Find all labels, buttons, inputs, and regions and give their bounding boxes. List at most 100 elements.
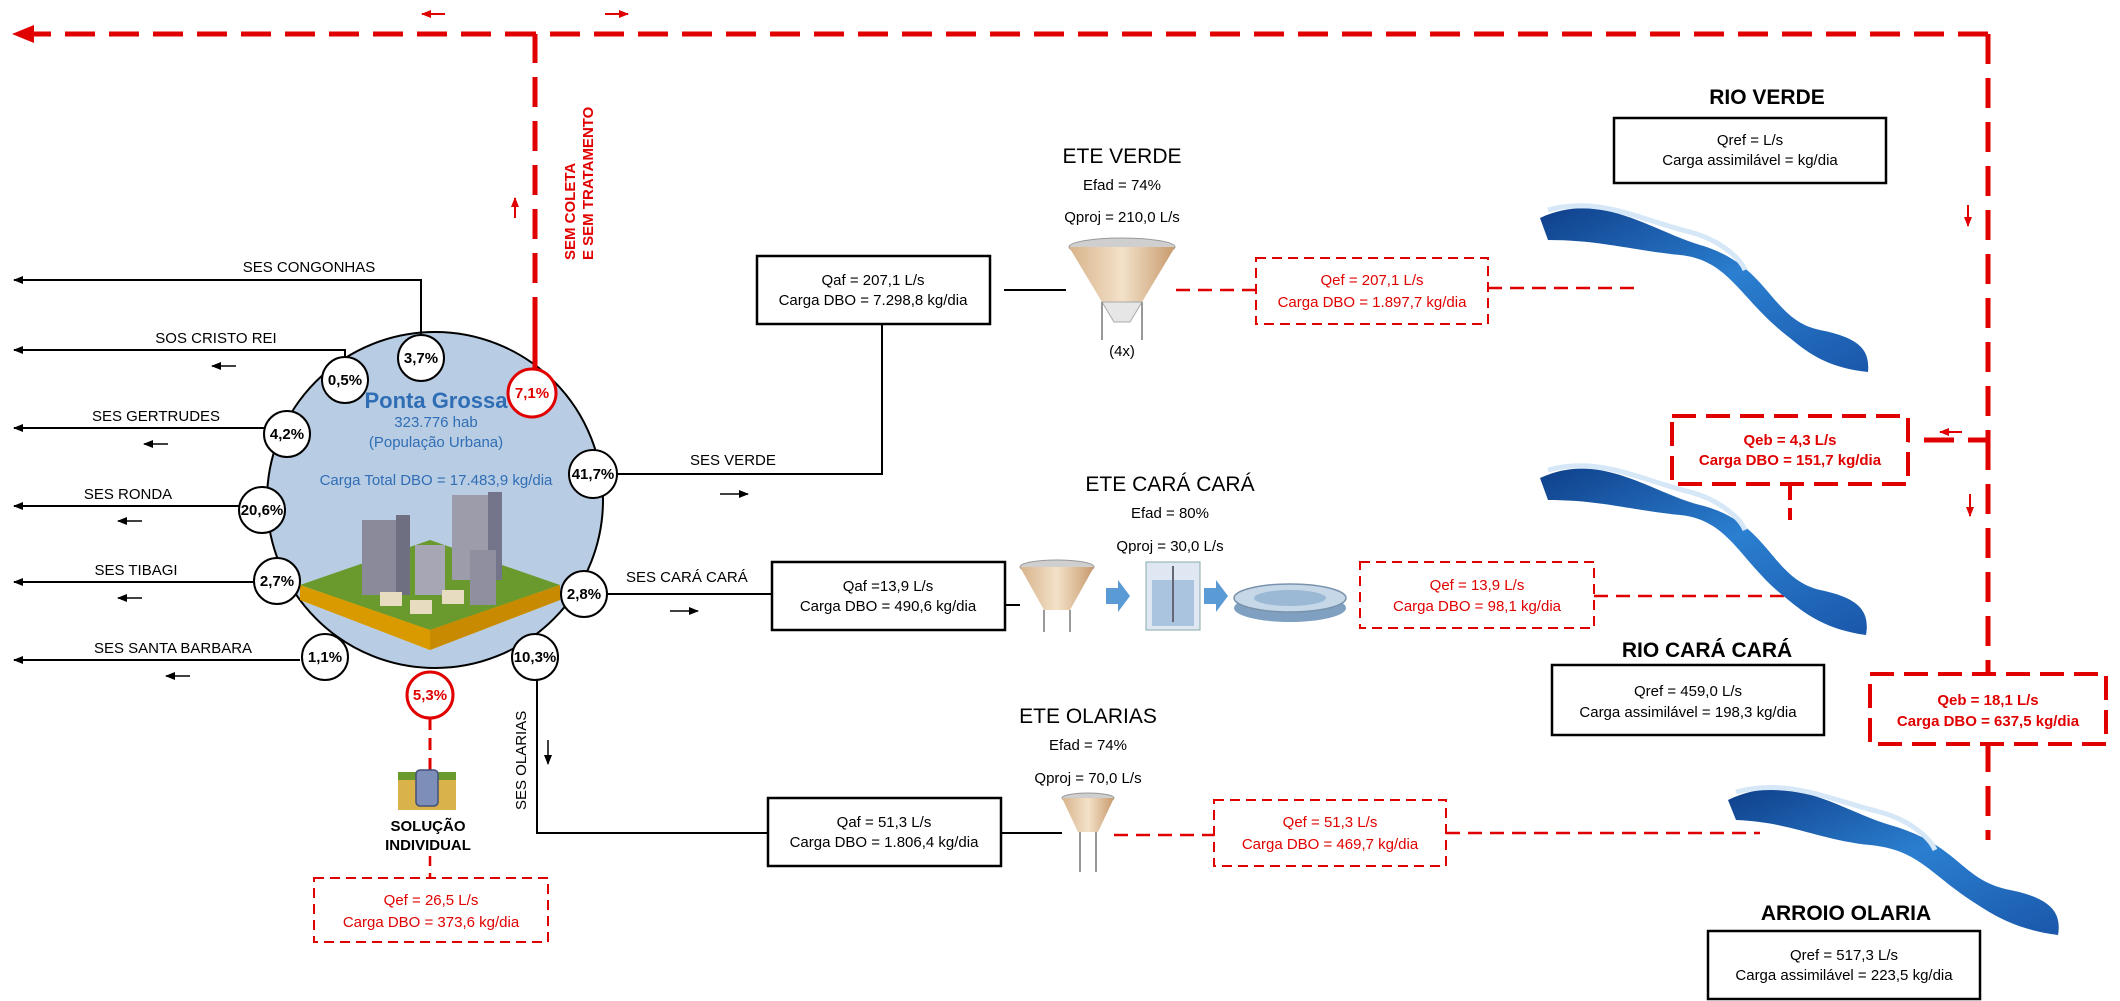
line-congonhas [13, 276, 422, 334]
ete-verde-effluent-box [1255, 257, 1489, 325]
rio-verde-load: Carga assimilável = kg/dia [1662, 152, 1838, 169]
arroio-load: Carga assimilável = 223,5 kg/dia [1735, 967, 1953, 984]
ete-verde-qproj: Qproj = 210,0 L/s [1064, 209, 1180, 226]
ete-verde-out-load: Carga DBO = 1.897,7 kg/dia [1278, 294, 1468, 311]
septic-tank-icon [398, 769, 456, 810]
svg-text:4,2%: 4,2% [270, 426, 304, 443]
ete-cara-out-load: Carga DBO = 98,1 kg/dia [1393, 598, 1562, 615]
pct-individual: 5,3% [405, 670, 455, 720]
pct-santa-barbara: 1,1% [301, 633, 349, 681]
svg-text:0,5%: 0,5% [328, 372, 362, 389]
arroio-box [1706, 929, 1982, 1001]
city-population: 323.776 hab [394, 414, 477, 431]
line-ses-verde [616, 322, 883, 475]
svg-text:10,3%: 10,3% [514, 649, 557, 666]
ete-cara-in-load: Carga DBO = 490,6 kg/dia [800, 598, 977, 615]
ete-verde-efad: Efad = 74% [1083, 177, 1161, 194]
qeb-box-2 [1868, 672, 2108, 746]
city-population-note: (População Urbana) [369, 434, 503, 451]
treatment-train-icon [1019, 559, 1347, 632]
rio-verde-title: RIO VERDE [1709, 86, 1825, 109]
ete-verde-inflow-box [755, 254, 992, 326]
svg-text:5,3%: 5,3% [413, 687, 447, 704]
individual-label-1: SOLUÇÃO [391, 817, 466, 835]
city-total-load: Carga Total DBO = 17.483,9 kg/dia [320, 472, 553, 489]
ete-verde-title: ETE VERDE [1062, 145, 1181, 168]
ete-olarias-qproj: Qproj = 70,0 L/s [1034, 770, 1141, 787]
ete-verde-effluent-line [1176, 286, 1642, 292]
pct-tibagi: 2,7% [253, 557, 301, 605]
label-ses-olarias: SES OLARIAS [513, 711, 530, 810]
river-olaria-icon [1728, 784, 2059, 935]
ete-olarias-out-q: Qef = 51,3 L/s [1283, 814, 1378, 831]
rio-cara-q: Qref = 459,0 L/s [1634, 683, 1742, 700]
city-name: Ponta Grossa [364, 388, 508, 413]
qeb-2-q: Qeb = 18,1 L/s [1937, 692, 2038, 709]
svg-text:7,1%: 7,1% [515, 385, 549, 402]
rio-verde-q: Qref = L/s [1717, 132, 1783, 149]
line-cristo-rei [13, 346, 346, 357]
svg-text:41,7%: 41,7% [572, 466, 615, 483]
qeb-1-load: Carga DBO = 151,7 kg/dia [1699, 452, 1882, 469]
line-ses-olarias [536, 676, 768, 834]
river-verde-icon [1540, 203, 1869, 372]
label-tibagi: SES TIBAGI [94, 562, 177, 579]
label-santa-barbara: SES SANTA BARBARA [94, 640, 252, 657]
arroio-q: Qref = 517,3 L/s [1790, 947, 1898, 964]
settling-tank-icon [1068, 237, 1176, 340]
individual-q: Qef = 26,5 L/s [384, 892, 479, 909]
svg-text:E SEM TRATAMENTO: E SEM TRATAMENTO [580, 106, 597, 260]
ete-verde-in-q: Qaf = 207,1 L/s [822, 272, 925, 289]
ete-olarias-inflow-box [766, 796, 1003, 868]
ete-cara-title: ETE CARÁ CARÁ [1085, 473, 1254, 496]
ete-olarias-in-load: Carga DBO = 1.806,4 kg/dia [790, 834, 980, 851]
label-gertrudes: SES GERTRUDES [92, 408, 220, 425]
label-ronda: SES RONDA [84, 486, 172, 503]
pct-sem-coleta: 7,1% [506, 367, 558, 419]
svg-text:SEM COLETA: SEM COLETA [562, 163, 579, 260]
ete-verde-in-load: Carga DBO = 7.298,8 kg/dia [779, 292, 969, 309]
pct-cara-cara: 2,8% [560, 570, 608, 618]
ete-olarias-title: ETE OLARIAS [1019, 705, 1157, 728]
ete-cara-in-q: Qaf =13,9 L/s [843, 578, 933, 595]
svg-text:20,6%: 20,6% [241, 502, 284, 519]
ete-olarias-out-load: Carga DBO = 469,7 kg/dia [1242, 836, 1419, 853]
ete-olarias-efad: Efad = 74% [1049, 737, 1127, 754]
qeb-box-1 [1670, 414, 1910, 486]
qeb-2-load: Carga DBO = 637,5 kg/dia [1897, 713, 2080, 730]
rio-cara-box [1550, 663, 1826, 737]
ete-cara-inflow-box [770, 560, 1007, 632]
individual-load: Carga DBO = 373,6 kg/dia [343, 914, 520, 931]
label-congonhas: SES CONGONHAS [243, 259, 376, 276]
pct-ronda: 20,6% [238, 486, 286, 534]
ete-verde-units: (4x) [1109, 343, 1135, 360]
river-cara-icon [1540, 463, 1867, 635]
individual-label-2: INDIVIDUAL [385, 837, 471, 854]
pct-congonhas: 3,7% [397, 334, 445, 382]
svg-text:2,7%: 2,7% [260, 573, 294, 590]
bypass-return-line [30, 31, 1991, 840]
label-cristo-rei: SOS CRISTO REI [155, 330, 276, 347]
ete-cara-effluent-box [1359, 561, 1595, 629]
olarias-tank-icon [1061, 792, 1115, 872]
label-ses-verde: SES VERDE [690, 452, 776, 469]
rio-cara-load: Carga assimilável = 198,3 kg/dia [1579, 704, 1797, 721]
pct-cristo-rei: 0,5% [321, 356, 369, 404]
sem-coleta-label: SEM COLETA E SEM TRATAMENTO [562, 106, 597, 260]
pct-verde: 41,7% [568, 449, 618, 499]
ete-cara-efad: Efad = 80% [1131, 505, 1209, 522]
label-ses-cara: SES CARÁ CARÁ [626, 569, 748, 586]
pct-gertrudes: 4,2% [263, 410, 311, 458]
svg-text:1,1%: 1,1% [308, 649, 342, 666]
individual-effluent-box [313, 877, 549, 943]
ete-cara-out-q: Qef = 13,9 L/s [1430, 577, 1525, 594]
ete-olarias-in-q: Qaf = 51,3 L/s [837, 814, 932, 831]
ete-verde-out-q: Qef = 207,1 L/s [1321, 272, 1424, 289]
ete-olarias-effluent-box [1213, 799, 1447, 867]
rio-verde-box [1612, 116, 1888, 185]
ete-cara-qproj: Qproj = 30,0 L/s [1116, 538, 1223, 555]
svg-text:2,8%: 2,8% [567, 586, 601, 603]
svg-text:3,7%: 3,7% [404, 350, 438, 367]
city-illustration [300, 492, 560, 650]
